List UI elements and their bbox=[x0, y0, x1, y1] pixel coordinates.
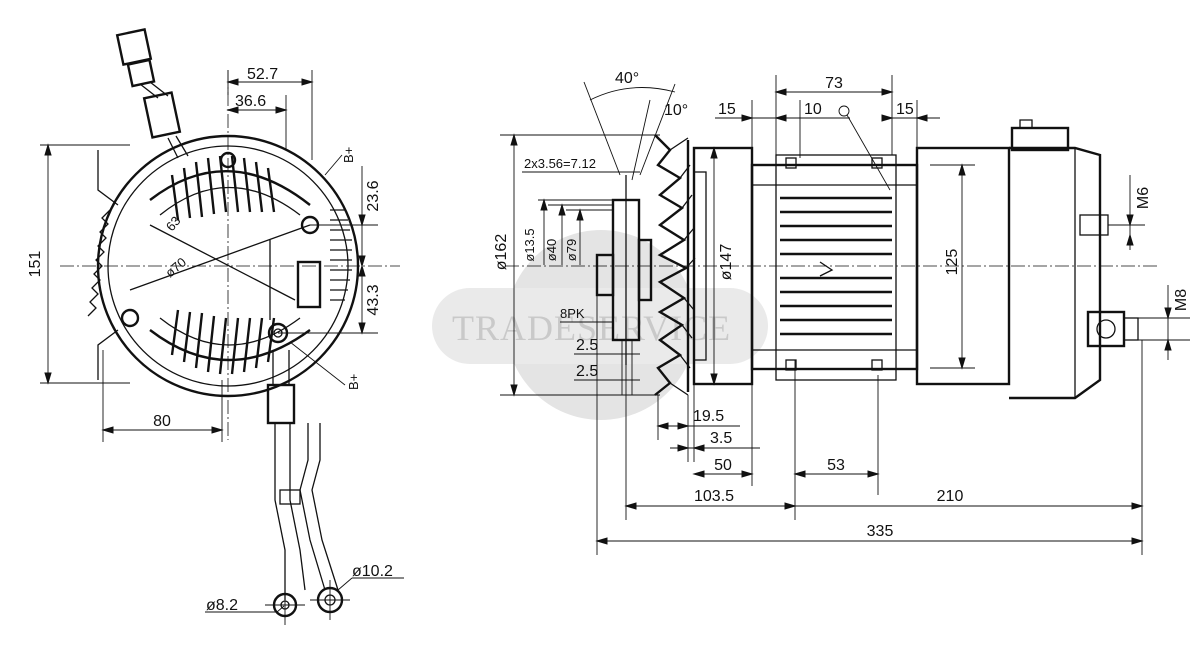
label-8pk: 8PK bbox=[560, 306, 585, 321]
dim-19-5: 19.5 bbox=[693, 408, 724, 425]
bottom-fins bbox=[170, 309, 276, 375]
left-end-view: 52.7 36.6 23.6 43.3 151 80 B+ B+ bbox=[27, 27, 404, 625]
dim-10: 10 bbox=[804, 101, 822, 118]
dim-15-left: 15 bbox=[718, 101, 736, 118]
fan bbox=[654, 134, 696, 396]
top-fins bbox=[170, 155, 276, 221]
dim-phi147: ø147 bbox=[718, 244, 735, 281]
dim-angle-10: 10° bbox=[664, 102, 688, 119]
dim-2-5-a: 2.5 bbox=[576, 337, 598, 354]
watermark: TRADESERVICE bbox=[432, 230, 768, 420]
dim-80: 80 bbox=[153, 413, 171, 430]
dim-phi-c: ø79 bbox=[564, 239, 579, 261]
dim-angle-40: 40° bbox=[615, 70, 639, 87]
dim-50: 50 bbox=[714, 457, 732, 474]
dim-125: 125 bbox=[944, 249, 961, 276]
bottom-lead bbox=[265, 350, 350, 625]
stator bbox=[750, 154, 919, 381]
dim-335: 335 bbox=[867, 523, 894, 540]
dim-2-5-b: 2.5 bbox=[576, 363, 598, 380]
dim-r8-2: ø8.2 bbox=[206, 597, 238, 614]
dim-53: 53 bbox=[827, 457, 845, 474]
dim-3-5: 3.5 bbox=[710, 430, 732, 447]
dim-m6: M6 bbox=[1135, 187, 1152, 209]
dim-thread: 2x3.56=7.12 bbox=[524, 156, 596, 171]
pulley bbox=[595, 175, 653, 365]
top-connector bbox=[115, 27, 189, 159]
dim-phi10-2: ø10.2 bbox=[352, 563, 393, 580]
label-b-plus-bottom: B+ bbox=[346, 374, 361, 390]
dim-23-6: 23.6 bbox=[365, 180, 382, 211]
dim-36-6: 36.6 bbox=[235, 93, 266, 110]
dim-phi-a: ø13.5 bbox=[522, 228, 537, 261]
dim-151: 151 bbox=[27, 251, 44, 278]
dim-43-3: 43.3 bbox=[365, 284, 382, 315]
label-63: 63 bbox=[163, 213, 184, 234]
dim-210: 210 bbox=[937, 488, 964, 505]
dim-73: 73 bbox=[825, 75, 843, 92]
dim-m8: M8 bbox=[1173, 289, 1190, 311]
dim-52-7: 52.7 bbox=[247, 66, 278, 83]
label-b-plus-top: B+ bbox=[341, 147, 356, 163]
dim-phi162: ø162 bbox=[493, 234, 510, 271]
dim-103-5: 103.5 bbox=[694, 488, 734, 505]
dim-phi-b: ø40 bbox=[544, 239, 559, 261]
right-side-view: 40° 10° 73 15 10 15 2x3.56=7.12 bbox=[493, 70, 1190, 555]
dim-15-right: 15 bbox=[896, 101, 914, 118]
